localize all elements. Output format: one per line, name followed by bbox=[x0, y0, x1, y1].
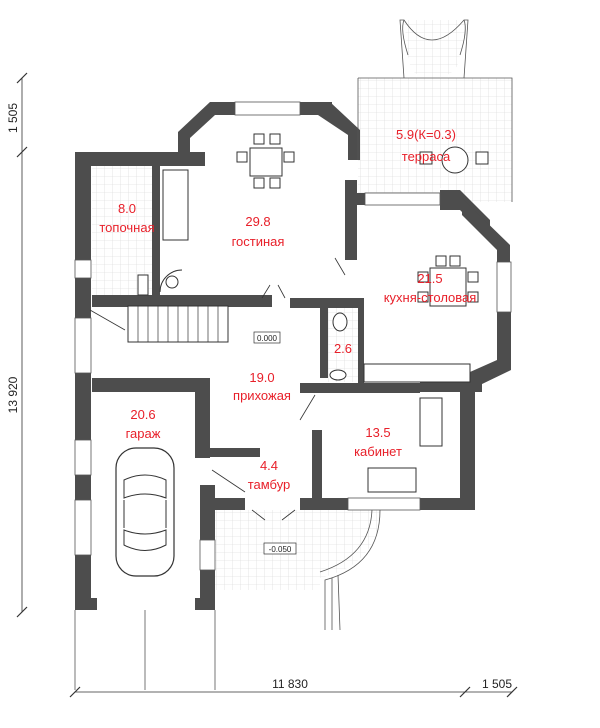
dimension-lines bbox=[16, 72, 518, 698]
level-markers bbox=[253, 331, 297, 555]
study-area: 13.5 bbox=[365, 425, 390, 440]
terrace-name: терраса bbox=[402, 149, 451, 164]
porch-outline bbox=[74, 509, 381, 690]
car-icon bbox=[115, 447, 175, 577]
level-porch: -0.050 bbox=[269, 545, 292, 554]
study-name: кабинет bbox=[354, 444, 402, 459]
vestibule-area: 4.4 bbox=[260, 458, 278, 473]
level-hall: 0.000 bbox=[257, 334, 278, 343]
dimension-bottom-main: 11 830 bbox=[272, 677, 308, 691]
furniture bbox=[89, 133, 489, 577]
boiler-name: топочная bbox=[99, 220, 154, 235]
dimension-left-top: 1 505 bbox=[6, 103, 20, 133]
windows bbox=[74, 101, 512, 571]
hall-name: прихожая bbox=[233, 388, 291, 403]
vestibule-name: тамбур bbox=[248, 477, 291, 492]
living-area: 29.8 bbox=[245, 214, 270, 229]
living-name: гостиная bbox=[232, 234, 285, 249]
kitchen-name: кухня-столовая bbox=[384, 290, 477, 305]
labels: 0.000 -0.050 8.0 топочная 29.8 гостиная … bbox=[6, 103, 512, 691]
boiler-area: 8.0 bbox=[118, 201, 136, 216]
hall-area: 19.0 bbox=[249, 370, 274, 385]
terrace-area: 5.9(К=0.3) bbox=[396, 127, 456, 142]
tiled-floors bbox=[92, 20, 512, 590]
garage-name: гараж bbox=[126, 426, 161, 441]
dimension-left-main: 13 920 bbox=[6, 376, 20, 413]
dimension-bottom-side: 1 505 bbox=[482, 677, 512, 691]
staircase bbox=[127, 305, 229, 343]
wc-area: 2.6 bbox=[334, 341, 352, 356]
kitchen-area: 21.5 bbox=[417, 271, 442, 286]
terrace-outline bbox=[357, 19, 513, 202]
garage-area: 20.6 bbox=[130, 407, 155, 422]
